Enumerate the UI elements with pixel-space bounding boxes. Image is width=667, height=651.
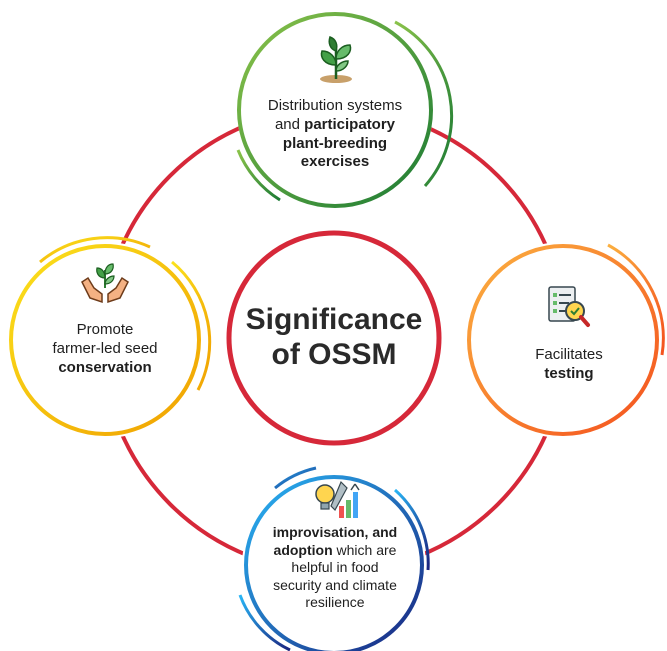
bottom-node-fill (242, 473, 426, 651)
hands-plant-icon (81, 263, 129, 304)
top-node-ring (237, 12, 433, 208)
right-node-fill (465, 242, 661, 438)
plant-sprout-icon (320, 36, 352, 83)
document-search-icon (548, 286, 590, 327)
bottom-node-line2-plain: which are (332, 541, 397, 558)
bottom-node-line4: security and climate (273, 576, 397, 593)
top-node-line4-bold: exercises (300, 153, 370, 171)
right-node-text: Facilitates testing (489, 346, 649, 384)
top-node-line2-bold: participatory (304, 115, 396, 133)
bottom-node-ring (244, 475, 424, 651)
right-node-ring (467, 244, 659, 436)
left-node-fill (7, 242, 203, 438)
bottom-node-outer-arc-right (394, 488, 430, 571)
bottom-node-line1-bold: improvisation, and (272, 524, 398, 540)
bottom-node-line2: adoption which are (262, 542, 408, 560)
center-title-line2: of OSSM (271, 338, 397, 372)
left-node-text: Promote farmer-led seed conservation (20, 321, 190, 377)
top-node-outer-arc-left (236, 149, 281, 202)
center-circle (226, 230, 442, 446)
center-title-line1: Significance (245, 303, 423, 336)
top-node-fill (237, 12, 433, 208)
top-node-line2: and participatory (250, 116, 420, 135)
bottom-node-line1: improvisation, and (262, 524, 408, 542)
right-node-outer-arc (607, 243, 665, 356)
right-node-line1: Facilitates (535, 346, 603, 363)
bottom-node-text: improvisation, and adoption which are he… (262, 524, 408, 612)
bottom-node-line2-bold: adoption (273, 541, 333, 558)
top-node-outer-arc-right (394, 20, 454, 187)
right-node-line2: testing (489, 365, 649, 384)
left-node-outer-arc-top (39, 236, 151, 264)
left-node-line3: conservation (20, 359, 190, 378)
left-node-line2: farmer-led seed (52, 339, 158, 357)
left-node-outer-arc-right (171, 260, 212, 391)
top-node-line2-plain: and (274, 115, 305, 133)
bottom-node-outer-arc-left (274, 466, 317, 490)
left-node-line1: Promote (76, 321, 134, 338)
left-node-ring (9, 244, 201, 436)
innovation-tools-icon (315, 480, 360, 518)
left-node-line3-bold: conservation (58, 358, 152, 376)
top-node-line4: exercises (250, 153, 420, 172)
bottom-node-line5: resilience (305, 594, 365, 610)
top-node-line1: Distribution systems (267, 97, 403, 114)
top-node-text: Distribution systems and participatory p… (250, 97, 420, 172)
bottom-node-outer-arc-left-low (238, 594, 291, 651)
top-node-line3: plant-breeding (250, 135, 420, 154)
top-node-line3-bold: plant-breeding (282, 134, 388, 152)
right-node-line2-bold: testing (544, 364, 594, 382)
center-title: Significance of OSSM (228, 302, 440, 373)
bottom-node-line3: helpful in food (291, 559, 379, 575)
